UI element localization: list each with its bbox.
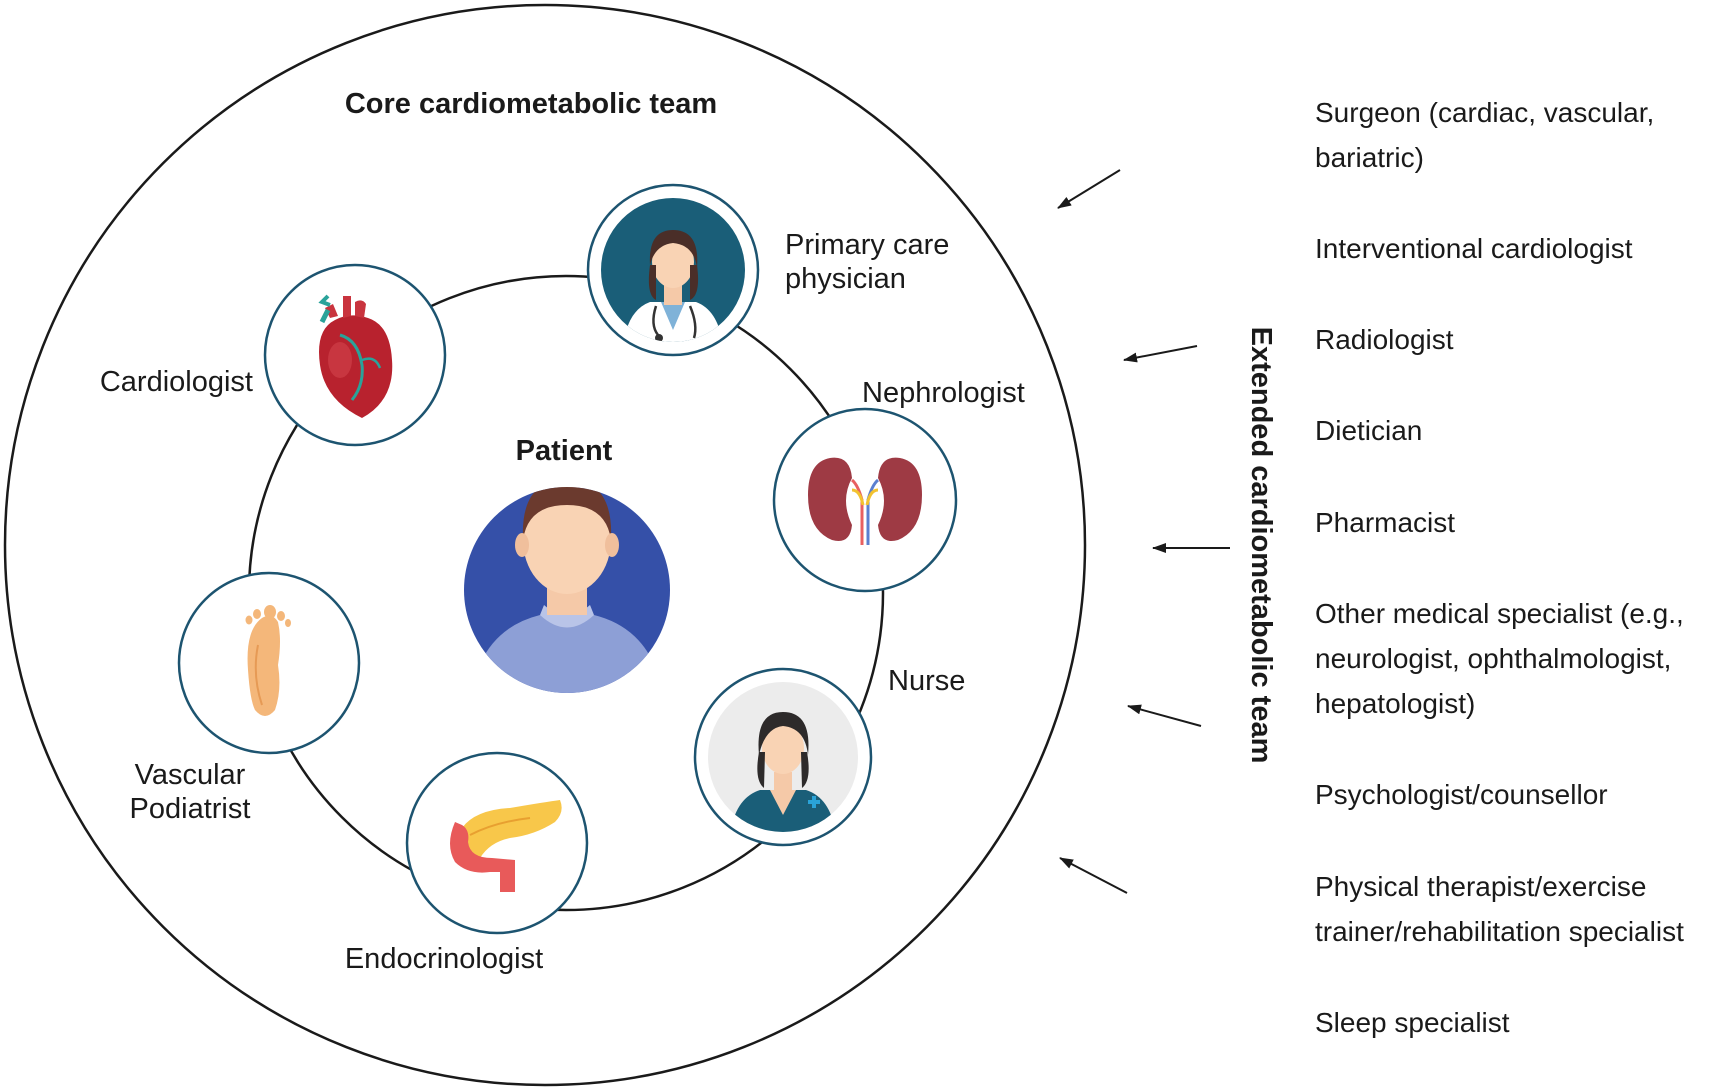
pancreas-icon [450,800,562,892]
nephrologist-label: Nephrologist [862,377,1025,409]
nurse-label: Nurse [888,665,965,697]
extended-item-physical-therapist-line1: Physical therapist/exercise [1315,871,1646,902]
extended-team-arrows [1057,169,1230,894]
core-team-title: Core cardiometabolic team [345,88,717,120]
vascular-podiatrist-label-line1: Vascular [135,759,246,791]
nurse-icon [708,682,858,832]
extended-item-other-specialist-line3: hepatologist) [1315,688,1475,719]
doctor-icon [601,198,745,342]
arrow-1 [1057,169,1121,209]
foot-icon [245,605,291,716]
extended-item-interventional-cardiologist: Interventional cardiologist [1315,233,1633,264]
patient-node: Patient [464,435,670,693]
extended-item-psychologist: Psychologist/counsellor [1315,779,1608,810]
primary-care-node: Primary care physician [586,183,949,357]
endocrinologist-node: Endocrinologist [345,751,589,975]
arrow-2 [1123,345,1198,363]
kidney-icon [808,457,922,545]
arrow-4 [1127,704,1202,727]
nurse-node: Nurse [693,665,965,847]
primary-care-label-line2: physician [785,263,906,295]
vascular-podiatrist-node: Vascular Podiatrist [130,571,361,825]
patient-icon [464,487,670,693]
primary-care-label-line1: Primary care [785,229,949,261]
extended-item-other-specialist-line1: Other medical specialist (e.g., [1315,598,1684,629]
extended-item-pharmacist: Pharmacist [1315,507,1455,538]
arrow-5 [1059,857,1128,894]
cardiologist-label: Cardiologist [100,366,253,398]
endocrinologist-label: Endocrinologist [345,943,543,975]
extended-item-physical-therapist-line2: trainer/rehabilitation specialist [1315,916,1684,947]
core-team-outer-circle [3,3,1087,1087]
extended-item-sleep-specialist: Sleep specialist [1315,1007,1510,1038]
nephrologist-node: Nephrologist [772,377,1025,593]
extended-item-dietician: Dietician [1315,415,1422,446]
cardiologist-node: Cardiologist [100,263,447,447]
extended-team-list: Surgeon (cardiac, vascular, bariatric) I… [1315,97,1684,1038]
extended-team-title: Extended cardiometabolic team [1245,327,1277,764]
extended-item-surgeon-line2: bariatric) [1315,142,1424,173]
extended-item-other-specialist-line2: neurologist, ophthalmologist, [1315,643,1671,674]
vascular-podiatrist-label-line2: Podiatrist [130,793,251,825]
extended-item-surgeon-line1: Surgeon (cardiac, vascular, [1315,97,1654,128]
patient-label: Patient [516,435,613,467]
heart-icon [318,294,393,418]
extended-item-radiologist: Radiologist [1315,324,1454,355]
